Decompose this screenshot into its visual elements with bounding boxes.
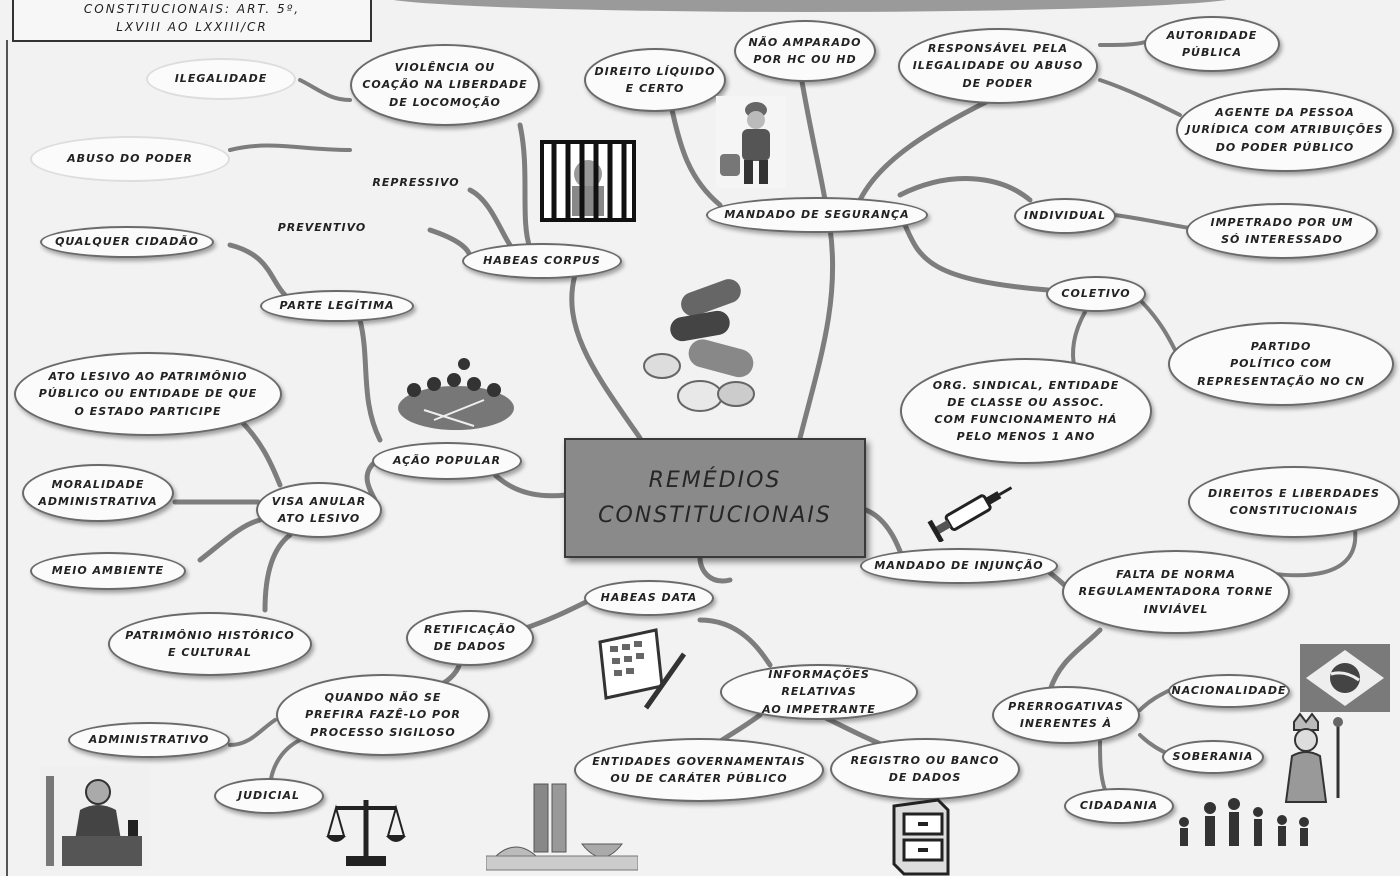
prerrogativas-node: PRERROGATIVAS INERENTES À [992, 686, 1140, 744]
scales-icon [326, 800, 406, 866]
ato-lesivo-node: ATO LESIVO AO PATRIMÔNIO PÚBLICO OU ENTI… [14, 352, 282, 436]
branch-ms [797, 225, 836, 441]
agente-pessoa-node: AGENTE DA PESSOA JURÍDICA COM ATRIBUIÇÕE… [1176, 88, 1394, 172]
title-banner [380, 0, 1240, 12]
meio-ambiente-node: MEIO AMBIENTE [30, 552, 186, 590]
direitos-liberdades-node: DIREITOS E LIBERDADES CONSTITUCIONAIS [1188, 466, 1400, 538]
autoridade-publica-node: AUTORIDADE PÚBLICA [1144, 16, 1280, 72]
soberania-node: SOBERANIA [1162, 740, 1264, 774]
pills-icon [643, 279, 755, 412]
repressivo-label: REPRESSIVO [372, 176, 460, 189]
king-icon [1284, 712, 1343, 803]
nao-amparado-node: NÃO AMPARADO POR HC OU HD [734, 20, 876, 82]
habeas-corpus-node: HABEAS CORPUS [462, 243, 622, 279]
qualquer-cidadao-node: QUALQUER CIDADÃO [40, 226, 214, 258]
syringe-icon [927, 486, 1013, 542]
visa-anular-node: VISA ANULAR ATO LESIVO [256, 482, 382, 538]
branch-hd [697, 555, 733, 584]
retificacao-node: RETIFICAÇÃO DE DADOS [406, 610, 534, 666]
moralidade-node: MORALIDADE ADMINISTRATIVA [22, 464, 174, 522]
mandado-seguranca-node: MANDADO DE SEGURANÇA [706, 197, 928, 233]
judge-icon [40, 766, 150, 870]
parte-legitima-node: PARTE LEGÍTIMA [260, 290, 414, 322]
mandado-injuncao-node: MANDADO DE INJUNÇÃO [860, 548, 1058, 584]
crowd-icon [398, 358, 514, 430]
ilegalidade-node: ILEGALIDADE [146, 58, 296, 100]
police-officer-icon [716, 96, 786, 188]
org-sindical-node: ORG. SINDICAL, ENTIDADE DE CLASSE OU ASS… [900, 358, 1152, 464]
habeas-data-node: HABEAS DATA [584, 580, 714, 616]
branch-hc [569, 272, 643, 441]
informacoes-node: INFORMAÇÕES RELATIVAS AO IMPETRANTE [720, 664, 918, 720]
patrimonio-node: PATRIMÔNIO HISTÓRICO E CULTURAL [108, 612, 312, 676]
frame-line [6, 40, 8, 876]
cidadania-node: CIDADANIA [1064, 788, 1174, 824]
calendar-pen-icon [598, 628, 687, 710]
preventivo-label: PREVENTIVO [277, 221, 367, 234]
registro-node: REGISTRO OU BANCO DE DADOS [830, 738, 1020, 800]
nacionalidade-node: NACIONALIDADE [1168, 674, 1290, 708]
file-cabinet-icon [892, 798, 950, 876]
falta-norma-node: FALTA DE NORMA REGULAMENTADORA TORNE INV… [1062, 550, 1290, 634]
administrativo-node: ADMINISTRATIVO [68, 722, 230, 758]
quando-node: QUANDO NÃO SE PREFIRA FAZÊ-LO POR PROCES… [276, 674, 490, 756]
coletivo-node: COLETIVO [1046, 276, 1146, 312]
impetrado-node: IMPETRADO POR UM SÓ INTERESSADO [1186, 203, 1378, 259]
judicial-node: JUDICIAL [214, 778, 324, 814]
direito-liquido-node: DIREITO LÍQUIDO E CERTO [584, 48, 726, 112]
brazil-flag-icon [1300, 644, 1390, 712]
jail-icon [540, 140, 636, 222]
congress-building-icon [486, 783, 638, 871]
acao-popular-node: AÇÃO POPULAR [372, 442, 522, 480]
partido-politico-node: PARTIDO POLÍTICO COM REPRESENTAÇÃO NO CN [1168, 322, 1394, 406]
responsavel-node: RESPONSÁVEL PELA ILEGALIDADE OU ABUSO DE… [898, 28, 1098, 104]
violencia-node: VIOLÊNCIA OU COAÇÃO NA LIBERDADE DE LOCO… [350, 44, 540, 126]
abuso-poder-node: ABUSO DO PODER [30, 136, 230, 182]
entidades-node: ENTIDADES GOVERNAMENTAIS OU DE CARÁTER P… [574, 738, 824, 802]
individual-node: INDIVIDUAL [1014, 198, 1116, 234]
family-icon [1179, 798, 1309, 846]
central-topic: REMÉDIOS CONSTITUCIONAIS [564, 438, 866, 558]
title-box: CONSTITUCIONAIS: ART. 5º, LXVIII AO LXXI… [12, 0, 372, 42]
